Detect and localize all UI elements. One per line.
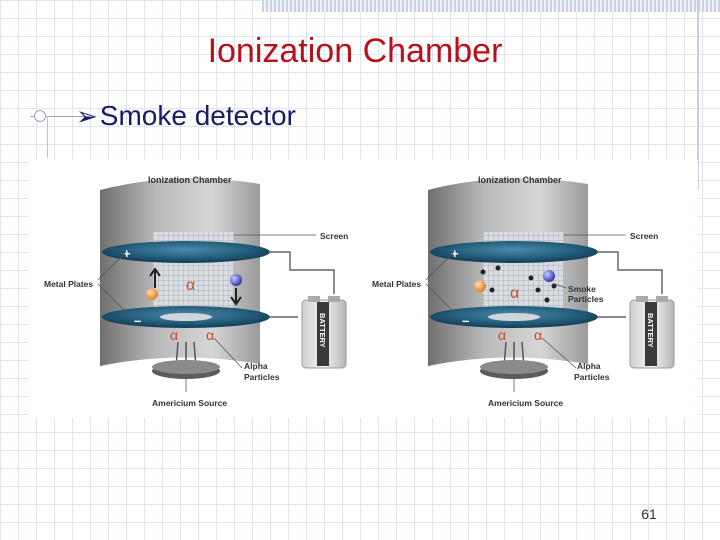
leader-line <box>425 251 457 315</box>
leader-line <box>97 251 129 315</box>
leader-line <box>541 337 577 369</box>
battery-label: BATTERY <box>646 313 655 348</box>
ion-arrow-down-icon <box>230 288 242 306</box>
alpha-symbol: α <box>498 327 506 343</box>
bullet-text: Smoke detector <box>99 100 296 131</box>
smoke-particle <box>535 287 541 293</box>
bullet-item: ➢ Smoke detector <box>76 100 296 132</box>
positive-ion <box>474 280 486 292</box>
smoke-particle <box>544 297 550 303</box>
bullet-decor-line <box>30 116 90 117</box>
battery-label-band <box>645 302 657 366</box>
alpha-particles-label: Alpha <box>577 361 601 371</box>
header-decor-band <box>262 0 720 12</box>
bullet-decor-ring <box>34 110 46 122</box>
smoke-particle <box>551 283 557 289</box>
top-metal-plate <box>102 241 270 263</box>
minus-sign: – <box>134 313 141 328</box>
screen-label: Screen <box>630 231 658 241</box>
panel-right: Ionization Chamber + – α α α <box>372 175 675 408</box>
smoke-particles-label: Smoke <box>568 284 596 294</box>
battery-label: BATTERY <box>318 313 327 348</box>
negative-ion <box>230 274 242 286</box>
smoke-detector-diagram: Ionization Chamber + – α α α <box>44 175 675 408</box>
negative-ion <box>543 270 555 282</box>
top-metal-plate <box>430 241 598 263</box>
smoke-detector-figure: Ionization Chamber + – α α α <box>28 160 698 418</box>
slide-title: Ionization Chamber <box>207 32 503 70</box>
plus-sign: + <box>451 246 459 261</box>
smoke-particle <box>489 287 495 293</box>
alpha-symbol: α <box>186 277 195 294</box>
battery-label-band <box>317 302 329 366</box>
positive-ion <box>146 288 158 300</box>
chamber-header-label: Ionization Chamber <box>478 175 562 185</box>
chamber-header-label: Ionization Chamber <box>148 175 232 185</box>
americium-source-top <box>480 360 548 374</box>
battery-wire-top <box>598 251 663 294</box>
alpha-particles-label: Particles <box>574 372 610 382</box>
plate-hole <box>160 313 212 321</box>
battery-wire-top <box>270 251 335 294</box>
leader-line <box>554 283 567 289</box>
alpha-symbol: α <box>170 327 178 343</box>
bullet-decor-vline <box>47 116 48 158</box>
americium-source-label: Americium Source <box>488 398 563 408</box>
smoke-particle <box>528 275 534 281</box>
screen-label: Screen <box>320 231 348 241</box>
americium-source-top <box>152 360 220 374</box>
metal-plates-label: Metal Plates <box>44 279 93 289</box>
smoke-particle <box>495 265 501 271</box>
right-decor-rule <box>697 0 699 190</box>
alpha-symbol: α <box>534 327 542 343</box>
alpha-particles-label: Alpha <box>244 361 268 371</box>
panel-left: Ionization Chamber + – α α α <box>44 175 348 408</box>
plus-sign: + <box>123 246 131 261</box>
smoke-particle <box>480 269 486 275</box>
plate-hole <box>488 313 540 321</box>
metal-plates-label: Metal Plates <box>372 279 421 289</box>
page-number: 61 <box>641 506 657 522</box>
alpha-symbol: α <box>206 327 214 343</box>
minus-sign: – <box>462 313 469 328</box>
ion-arrow-up-icon <box>149 267 161 288</box>
leader-line <box>213 337 243 369</box>
battery-terminal <box>656 296 668 302</box>
alpha-symbol: α <box>510 285 519 302</box>
smoke-particles-label: Particles <box>568 294 604 304</box>
battery-terminal <box>308 296 320 302</box>
battery-terminal <box>636 296 648 302</box>
americium-source-label: Americium Source <box>152 398 227 408</box>
alpha-particles-label: Particles <box>244 372 280 382</box>
battery-terminal <box>328 296 340 302</box>
arrow-bullet-icon: ➢ <box>76 100 98 131</box>
